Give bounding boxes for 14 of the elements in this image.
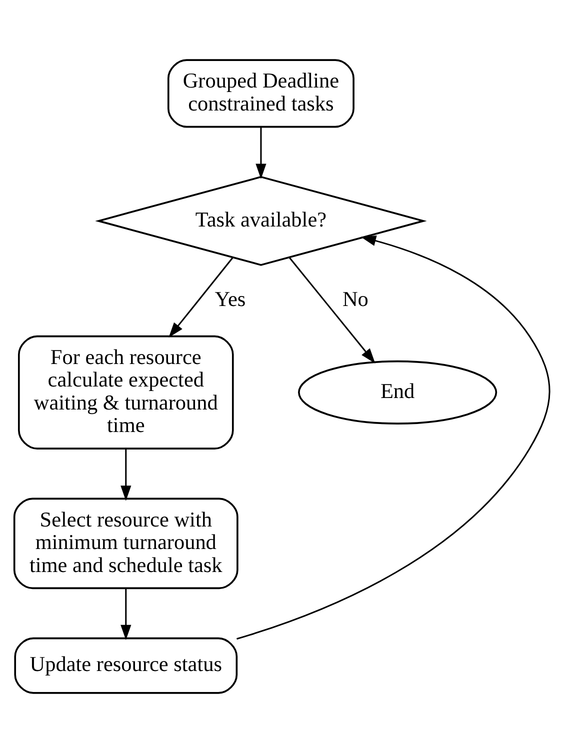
edge-label: Yes [214,286,246,311]
node-box: Grouped Deadline constrained tasks [167,58,354,128]
arrow [120,448,132,500]
node-diamond: Task available? [95,175,427,266]
arrow [256,126,266,178]
arrow [120,588,132,640]
node-box: For each resource calculate expected waiting & turnaround time [18,334,234,449]
node-box: Update resource status [14,636,238,694]
arrow [236,235,550,640]
edge-label: No [342,286,368,311]
arrow [288,256,376,363]
node-box: Select resource with minimum turnaround time and schedule task [13,497,238,589]
arrow [168,256,234,338]
node-ellipse: End [298,360,498,424]
